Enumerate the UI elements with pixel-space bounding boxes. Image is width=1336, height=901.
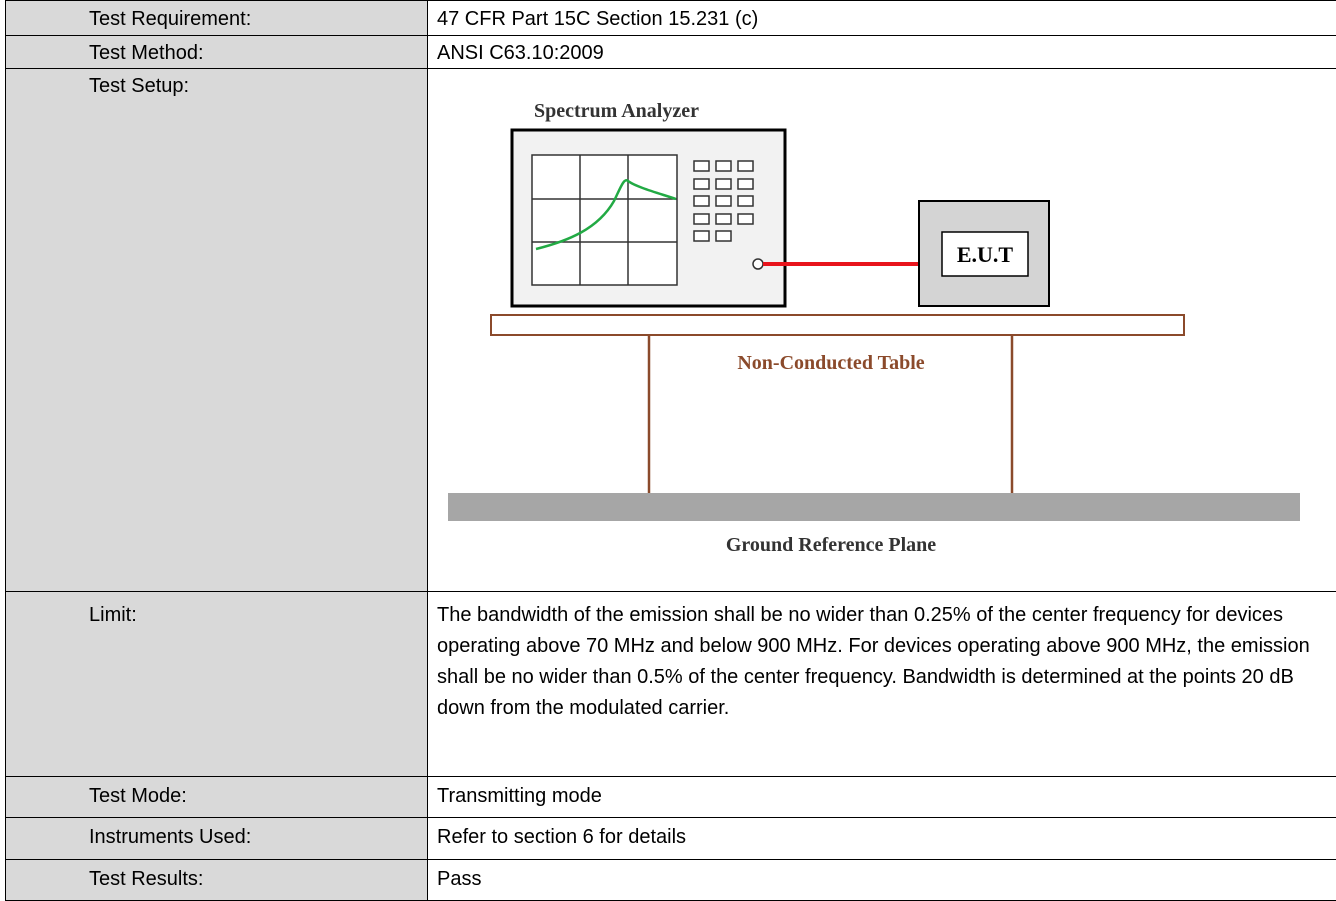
test-mode-value: Transmitting mode <box>428 777 1336 818</box>
test-results-value: Pass <box>428 860 1336 901</box>
test-results-label: Test Results: <box>6 860 428 901</box>
row-test-mode: Test Mode: Transmitting mode <box>6 777 1336 818</box>
table-label: Non-Conducted Table <box>737 352 924 374</box>
test-setup-label: Test Setup: <box>6 69 428 592</box>
test-requirement-label: Test Requirement: <box>6 1 428 36</box>
limit-value: The bandwidth of the emission shall be n… <box>428 592 1336 777</box>
limit-label: Limit: <box>6 592 428 777</box>
row-limit: Limit: The bandwidth of the emission sha… <box>6 592 1336 777</box>
rf-connector <box>753 259 763 269</box>
limit-text: The bandwidth of the emission shall be n… <box>437 600 1331 724</box>
instruments-used-label: Instruments Used: <box>6 818 428 860</box>
test-requirement-value: 47 CFR Part 15C Section 15.231 (c) <box>428 1 1336 36</box>
row-test-setup: Test Setup: Spectrum Analyzer <box>6 69 1336 592</box>
instruments-used-value: Refer to section 6 for details <box>428 818 1336 860</box>
analyzer-screen <box>532 155 677 285</box>
row-instruments-used: Instruments Used: Refer to section 6 for… <box>6 818 1336 860</box>
test-spec-table: Test Requirement: 47 CFR Part 15C Sectio… <box>5 0 1336 901</box>
row-test-method: Test Method: ANSI C63.10:2009 <box>6 36 1336 69</box>
row-test-results: Test Results: Pass <box>6 860 1336 901</box>
ground-label-svg: Ground Reference Plane <box>428 521 1328 581</box>
spectrum-analyzer-label: Spectrum Analyzer <box>534 100 699 122</box>
eut-label: E.U.T <box>957 242 1014 267</box>
test-setup-cell: Spectrum Analyzer <box>428 69 1336 592</box>
table-top <box>491 315 1184 335</box>
test-mode-label: Test Mode: <box>6 777 428 818</box>
test-method-label: Test Method: <box>6 36 428 69</box>
ground-plane <box>448 493 1300 521</box>
test-setup-diagram: Spectrum Analyzer <box>428 71 1328 521</box>
ground-label: Ground Reference Plane <box>726 534 936 556</box>
row-test-requirement: Test Requirement: 47 CFR Part 15C Sectio… <box>6 1 1336 36</box>
test-method-value: ANSI C63.10:2009 <box>428 36 1336 69</box>
